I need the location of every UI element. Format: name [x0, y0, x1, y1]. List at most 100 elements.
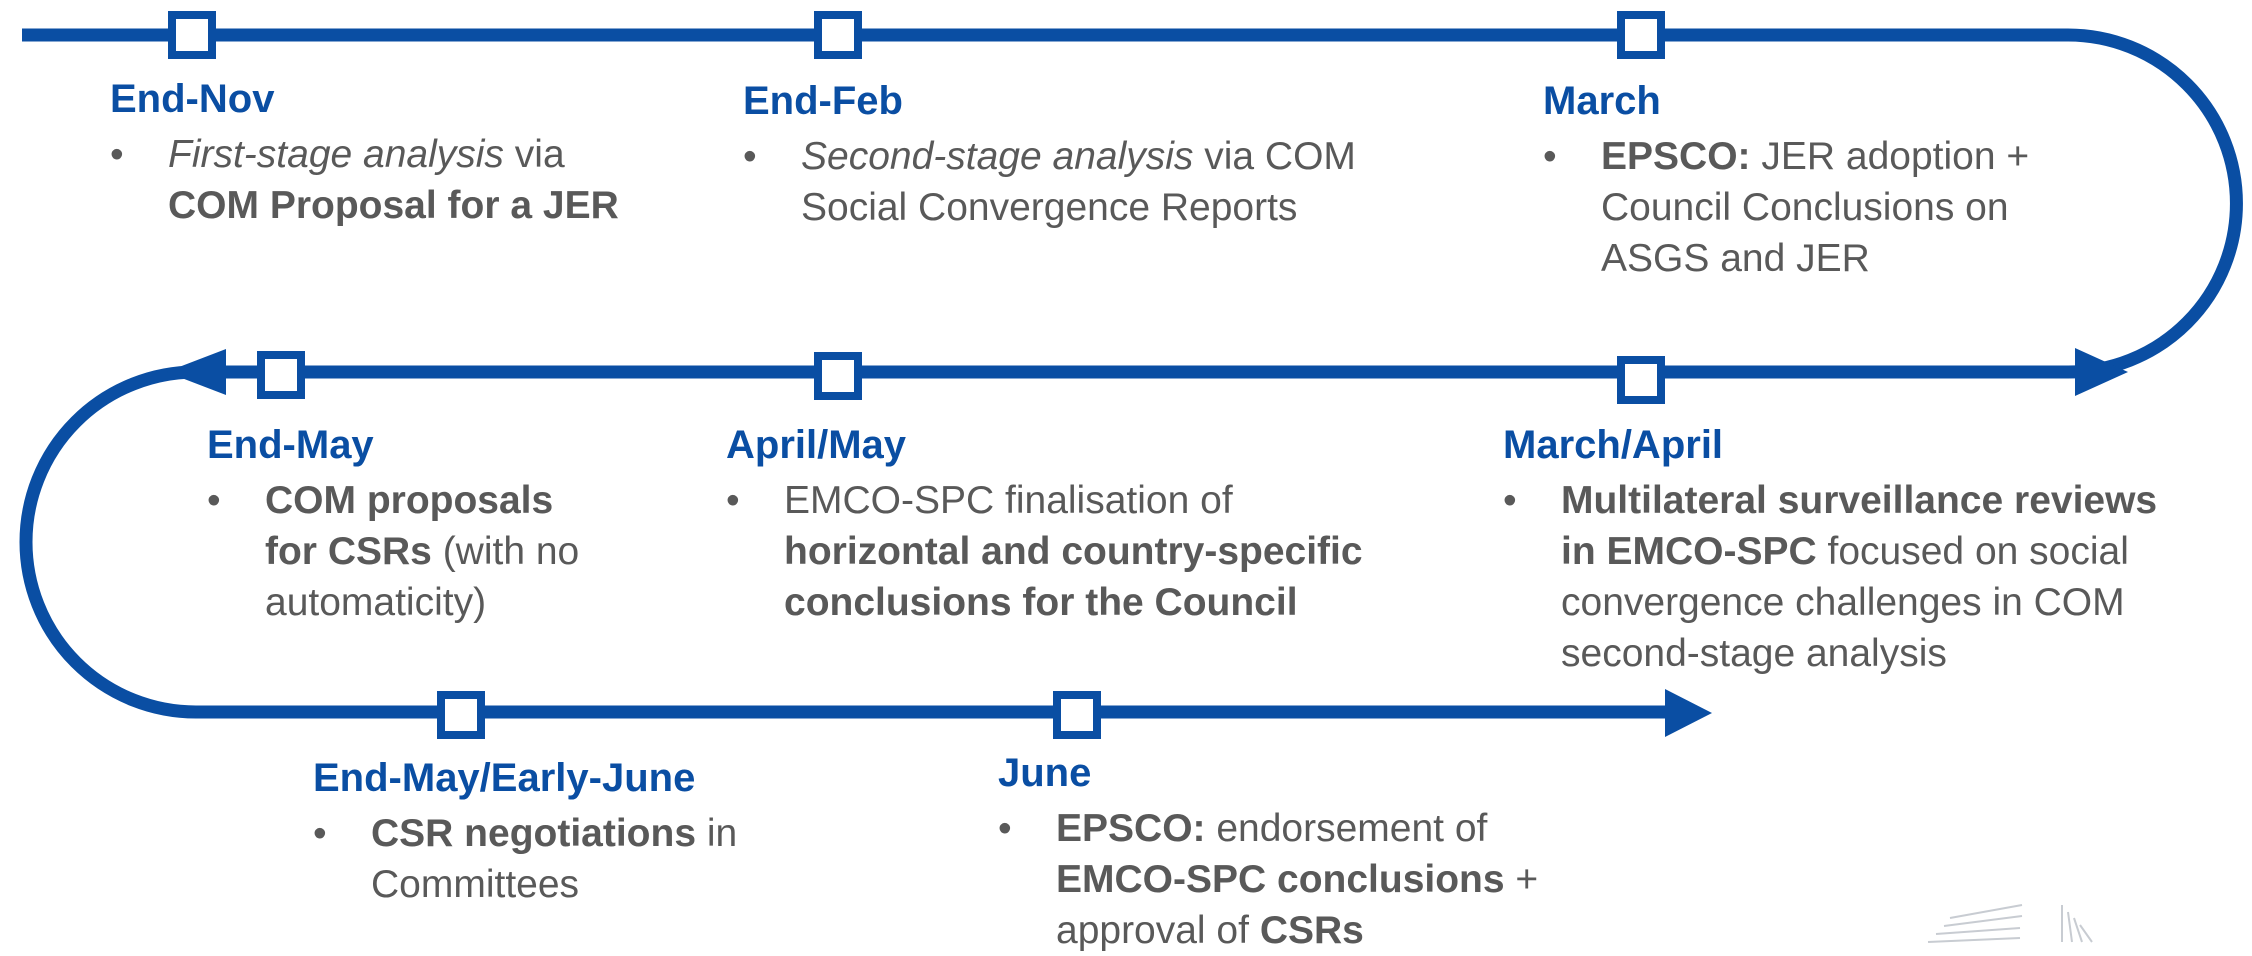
text-run: CSR negotiations: [371, 812, 697, 855]
text-line: EPSCO: JER adoption +: [1601, 131, 2029, 182]
arrow-head-left-turn: [166, 349, 226, 395]
text-run: in: [696, 812, 738, 855]
text-line: convergence challenges in COM: [1561, 577, 2157, 628]
milestone-marker-march-april: [1617, 356, 1665, 404]
milestone-march-april: March/April • Multilateral surveillance re…: [1503, 423, 2157, 679]
text-run: via: [503, 133, 565, 176]
bullet-glyph: •: [313, 812, 327, 855]
bullet-glyph: •: [743, 135, 757, 178]
text-run: horizontal and country-specific: [784, 530, 1363, 573]
text-run: Committees: [371, 863, 580, 906]
milestone-title: March/April: [1503, 423, 1724, 467]
bullet-glyph: •: [726, 479, 740, 522]
text-run: COM Proposal for a JER: [168, 184, 619, 227]
milestone-bullet-text: • EMCO-SPC finalisation of horizontal and …: [726, 475, 1363, 628]
text-run: EPSCO:: [1601, 135, 1751, 178]
milestone-marker-end-may-early-june: [437, 691, 485, 739]
text-run: CSRs: [1259, 909, 1364, 952]
milestone-title: End-May/Early-June: [313, 756, 696, 800]
text-line: conclusions for the Council: [784, 577, 1363, 628]
text-line: automaticity): [265, 577, 579, 628]
text-run: +: [1504, 858, 1539, 901]
bullet-glyph: •: [1543, 135, 1557, 178]
commission-logo-watermark: [1927, 904, 2093, 943]
milestone-marker-april-may: [814, 352, 862, 400]
timeline-nodes: [168, 11, 1665, 739]
text-line: Committees: [371, 859, 737, 910]
text-line: Social Convergence Reports: [801, 182, 1356, 233]
milestone-marker-march: [1617, 11, 1665, 59]
milestone-title: End-Nov: [110, 77, 275, 121]
text-run: via COM: [1193, 135, 1356, 178]
text-run: Council Conclusions on: [1601, 186, 2009, 229]
arrow-head-right-turn: [2075, 348, 2128, 396]
text-run: automaticity): [265, 581, 487, 624]
bullet-glyph: •: [1503, 479, 1517, 522]
text-line: EMCO-SPC conclusions +: [1056, 854, 1538, 905]
text-run: ASGS and JER: [1601, 237, 1870, 280]
text-run: convergence challenges in COM: [1561, 581, 2125, 624]
text-run: EMCO-SPC finalisation of: [784, 479, 1233, 522]
text-line: ASGS and JER: [1601, 233, 2029, 284]
milestone-march: March•EPSCO: JER adoption +Council Concl…: [1543, 79, 2029, 284]
text-line: CSR negotiations in: [371, 808, 737, 859]
text-line: Council Conclusions on: [1601, 182, 2029, 233]
text-run: second-stage analysis: [1561, 632, 1947, 675]
text-run: EMCO-SPC conclusions: [1056, 858, 1505, 901]
milestone-title: March: [1543, 79, 1661, 123]
milestone-title: End-Feb: [743, 79, 903, 123]
milestone-marker-end-nov: [168, 11, 216, 59]
text-run: for CSRs: [265, 530, 432, 573]
text-line: EMCO-SPC finalisation of: [784, 475, 1363, 526]
text-run: approval of: [1056, 909, 1260, 952]
milestone-april-may: April/May • EMCO-SPC finalisation of horizo…: [726, 423, 1363, 628]
milestone-title: June: [998, 751, 1092, 795]
text-run: conclusions for the Council: [784, 581, 1298, 624]
milestone-title: End-May: [207, 423, 374, 467]
text-run: First-stage analysis: [168, 133, 504, 176]
timeline-track: [19, 28, 2243, 737]
text-line: First-stage analysis via: [168, 129, 619, 180]
text-run: Multilateral surveillance reviews: [1561, 479, 2158, 522]
bullet-glyph: •: [207, 479, 221, 522]
milestone-marker-end-may: [257, 351, 305, 399]
text-line: COM proposals: [265, 475, 579, 526]
text-run: JER adoption +: [1750, 135, 2030, 178]
text-line: in EMCO-SPC focused on social: [1561, 526, 2157, 577]
text-line: EPSCO: endorsement of: [1056, 803, 1538, 854]
text-line: Multilateral surveillance reviews: [1561, 475, 2157, 526]
text-line: horizontal and country-specific: [784, 526, 1363, 577]
text-line: approval of CSRs: [1056, 905, 1538, 956]
text-run: EPSCO:: [1056, 807, 1206, 850]
text-line: second-stage analysis: [1561, 628, 2157, 679]
text-run: Second-stage analysis: [801, 135, 1194, 178]
text-run: (with no: [431, 530, 580, 573]
text-run: in EMCO-SPC: [1561, 530, 1817, 573]
arrow-head-end: [1665, 689, 1712, 737]
text-line: Second-stage analysis via COM: [801, 131, 1356, 182]
milestone-title: April/May: [726, 423, 907, 467]
text-line: COM Proposal for a JER: [168, 180, 619, 231]
text-run: COM proposals: [265, 479, 554, 522]
milestone-marker-june: [1053, 691, 1101, 739]
text-line: for CSRs (with no: [265, 526, 579, 577]
milestone-marker-end-feb: [814, 11, 862, 59]
text-run: focused on social: [1816, 530, 2129, 573]
bullet-glyph: •: [998, 807, 1012, 850]
text-run: Social Convergence Reports: [801, 186, 1298, 229]
milestone-bullet-text: •EPSCO: JER adoption +Council Conclusion…: [1543, 131, 2029, 284]
text-run: endorsement of: [1205, 807, 1488, 850]
bullet-glyph: •: [110, 133, 124, 176]
